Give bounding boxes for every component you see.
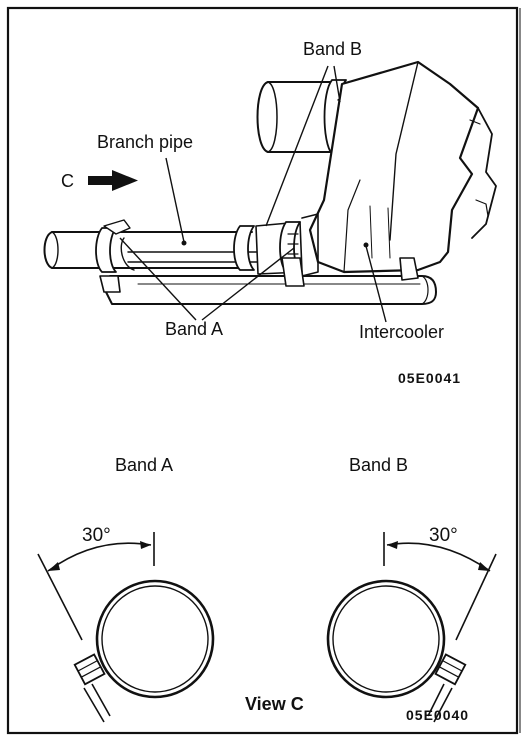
band-b-angle-arc [386,542,491,572]
band-b-leader-2 [333,65,341,103]
intercooler-leader-dot [363,242,369,248]
band-a-angle-label: 30° [82,525,111,546]
band-b-view-diagram [326,532,497,723]
figure-border [6,6,519,735]
band-b-screw-shaft [427,683,453,723]
band-b-angle-label: 30° [429,525,458,546]
leader-lines [119,65,387,323]
band-b-pipe-outer [326,579,446,699]
mounting-brackets [99,257,419,293]
band-a-angle-ref [37,553,83,641]
band-a-left-clamp [95,219,135,273]
band-a-leader-2 [201,247,295,321]
band-a-angle-arc [47,542,152,572]
band-b-pipe-inner [332,585,440,693]
view-c-arrow [88,170,138,191]
intercooler-assembly-illustration [43,60,497,305]
band-a-screw-housing [73,653,106,686]
band-a-pipe-inner [101,585,209,693]
view-c-title: View C [245,694,304,714]
band-a-title: Band A [115,455,174,475]
band-b-screw-housing [434,653,467,686]
band-a-pipe-outer [95,579,215,699]
band-b-arrowhead-right [478,562,490,571]
band-a-view-diagram [37,532,215,723]
band-b-label: Band B [303,39,363,59]
branch-pipe-leader-dot [181,240,187,246]
intercooler-leader [365,245,387,323]
band-b-arrowhead-left [387,541,398,549]
view-c-marker-label: C [61,171,74,191]
figure-code-bottom: 05E0040 [406,707,470,723]
figure-code-top: 05E0041 [398,370,462,386]
branch-pipe-label: Branch pipe [97,132,194,152]
intercooler-label: Intercooler [359,322,445,342]
band-a-screw-shaft [83,683,111,723]
branch-pipe-lower [43,231,437,305]
band-a-arrowhead-left [48,562,60,571]
band-a-right-clamp [233,213,319,277]
band-b-title: Band B [349,455,409,475]
band-a-leader-1 [119,237,197,321]
band-a-label: Band A [165,319,224,339]
branch-pipe-leader [165,157,185,243]
band-b-angle-ref [455,553,497,641]
band-a-arrowhead-right [140,541,151,549]
band-b-leader-1 [265,65,329,227]
intercooler-body [308,60,497,274]
